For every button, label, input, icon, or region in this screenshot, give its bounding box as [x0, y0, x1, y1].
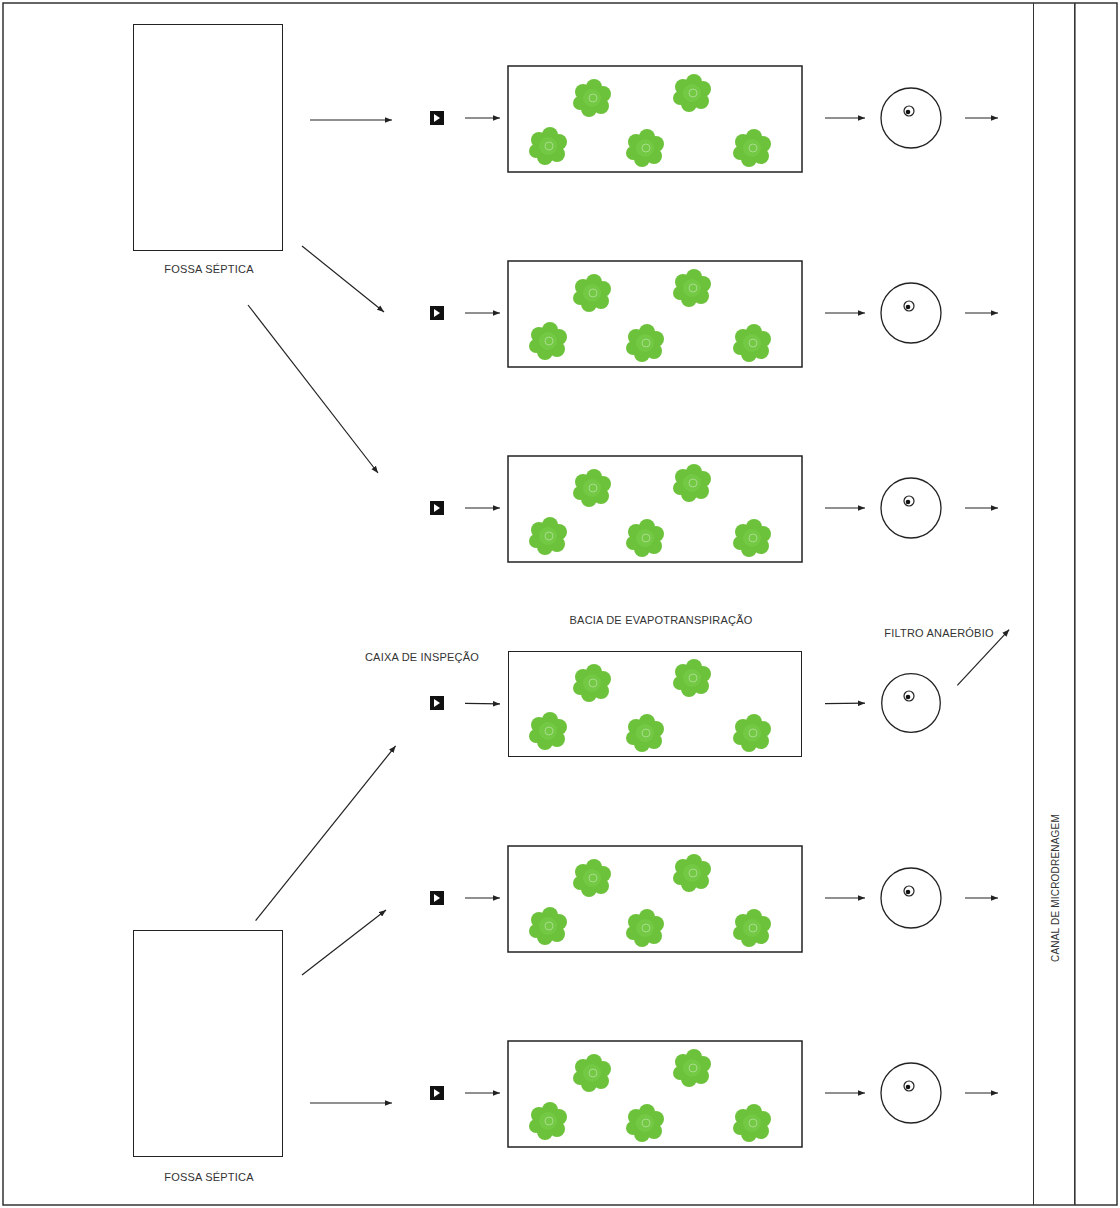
flow-arrow — [465, 703, 500, 705]
box-mark — [434, 699, 440, 707]
flow-arrow — [302, 910, 386, 975]
treatment-row — [430, 261, 998, 367]
anaerobic-filter: FILTRO ANAERÓBIO — [881, 673, 941, 733]
filter-dot — [906, 695, 911, 700]
plant-group — [529, 659, 771, 752]
treatment-row — [430, 66, 998, 172]
treatment-row — [430, 1041, 998, 1147]
filter-symbol — [881, 673, 941, 733]
flow-arrow — [302, 246, 384, 312]
inspection-box: CAIXA DE INSPEÇÃO — [430, 696, 444, 710]
inspection-box-symbol — [430, 696, 444, 710]
flow-arrow — [256, 746, 396, 921]
component-label: BACIA DE EVAPOTRANSPIRAÇÃO — [568, 614, 755, 627]
filter-outline — [882, 674, 941, 733]
filter-outlet — [904, 691, 914, 701]
flow-arrow — [248, 305, 378, 473]
box-body — [430, 696, 444, 710]
channel-label: CANAL DE MICRODRENAGEM — [1049, 814, 1062, 962]
component-label: FILTRO ANAERÓBIO — [882, 627, 995, 640]
treatment-row — [430, 846, 998, 952]
drainage-channel: CANAL DE MICRODRENAGEM — [1033, 3, 1075, 1205]
component-label: FOSSA SÉPTICA — [162, 1171, 255, 1184]
septic-tank: FOSSA SÉPTICA — [133, 24, 283, 251]
flow-arrow — [825, 703, 865, 705]
evapotranspiration-basin: BACIA DE EVAPOTRANSPIRAÇÃO — [508, 651, 802, 757]
page-frame — [3, 3, 1117, 1205]
septic-tank: FOSSA SÉPTICA — [133, 930, 283, 1157]
component-label: FOSSA SÉPTICA — [162, 263, 255, 276]
flow-arrow — [310, 1102, 392, 1103]
flow-arrow — [310, 119, 392, 120]
component-label: CAIXA DE INSPEÇÃO — [363, 651, 481, 664]
treatment-row — [430, 456, 998, 562]
